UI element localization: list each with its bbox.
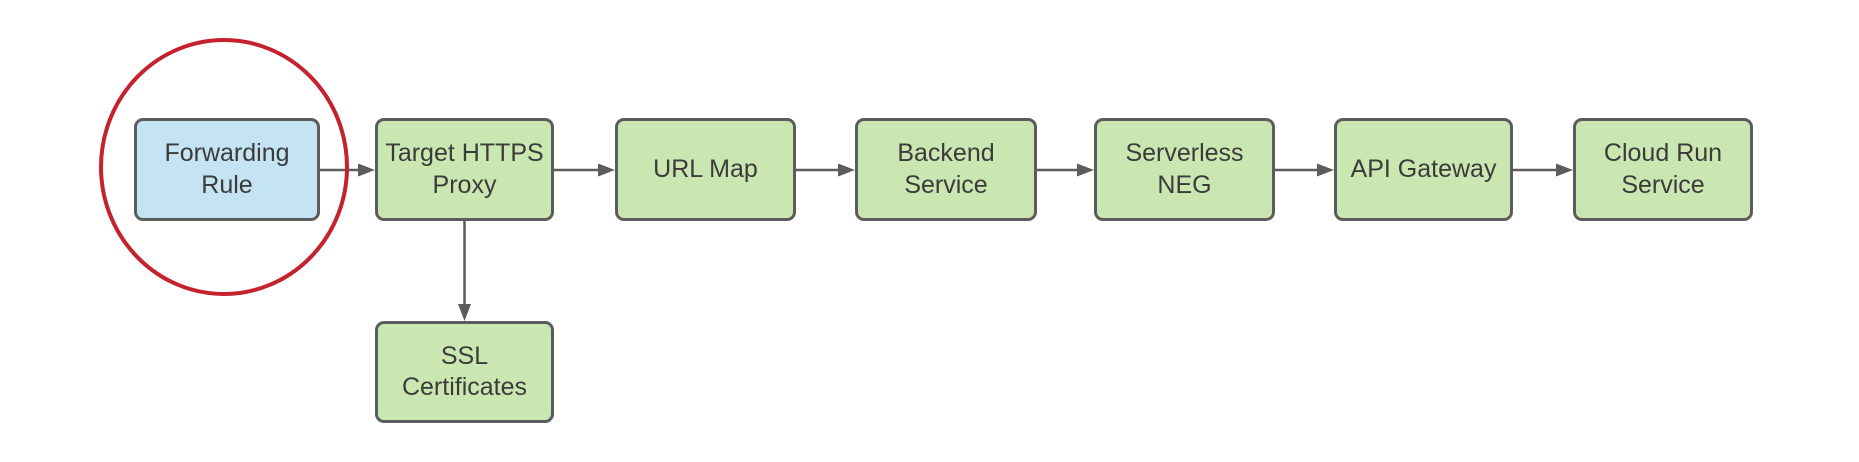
node-label: SSL Certificates	[401, 341, 528, 402]
arrow-backend-to-neg	[1037, 163, 1094, 177]
node-label: Target HTTPS Proxy	[385, 139, 544, 199]
node-target-https-proxy: Target HTTPS Proxy	[375, 118, 554, 221]
node-api-gateway: API Gateway	[1334, 118, 1513, 221]
node-ssl-certificates: SSL Certificates	[375, 321, 554, 423]
node-label: Cloud Run Service	[1603, 139, 1723, 199]
node-backend-service: Backend Service	[855, 118, 1037, 221]
node-label: API Gateway	[1350, 154, 1497, 183]
arrow-urlmap-to-backend	[796, 163, 855, 177]
node-label: Forwarding Rule	[164, 139, 290, 199]
node-cloud-run-service: Cloud Run Service	[1573, 118, 1753, 221]
node-url-map: URL Map	[615, 118, 796, 221]
node-forwarding-rule: Forwarding Rule	[134, 118, 320, 221]
arrow-proxy-to-urlmap	[554, 163, 615, 177]
arrow-apigw-to-cloudrun	[1513, 163, 1573, 177]
node-label: URL Map	[653, 154, 758, 183]
node-label: Backend Service	[897, 139, 995, 199]
arrow-proxy-to-ssl	[458, 221, 471, 321]
arrow-forwarding-to-proxy	[320, 163, 375, 177]
node-label: Serverless NEG	[1125, 139, 1244, 199]
arrow-neg-to-apigw	[1275, 163, 1334, 177]
node-serverless-neg: Serverless NEG	[1094, 118, 1275, 221]
